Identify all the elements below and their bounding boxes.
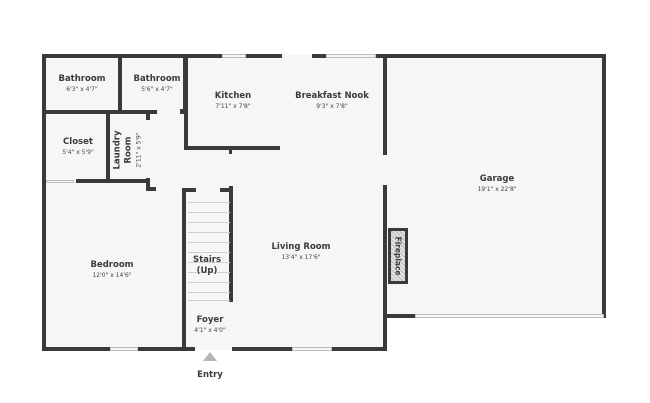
room-closet: Closet 5'4" x 5'9" (62, 137, 93, 157)
wall-bottom-left (42, 347, 110, 351)
wall-bath-bottom (42, 110, 157, 114)
wall-top-right (312, 54, 326, 58)
room-stairs: Stairs (Up) (193, 255, 221, 277)
stair-tread (188, 252, 230, 253)
wall-left (42, 54, 46, 351)
room-dimensions: 12'0" x 14'6" (92, 272, 132, 279)
room-kitchen: Kitchen 7'11" x 7'8" (215, 91, 251, 111)
wall-top-mid (246, 54, 282, 58)
room-name-line2: Room (123, 136, 134, 164)
wall-kitchen-bottom (184, 146, 280, 150)
room-laundry: Laundry Room 2'11" x 5'9" (113, 130, 144, 169)
stair-tread (188, 282, 230, 283)
stair-tread (188, 262, 230, 263)
stair-tread (188, 232, 230, 233)
wall-kitchen-left-nub (180, 109, 184, 113)
floor-garage (384, 55, 606, 317)
window-nook-top (326, 54, 376, 58)
room-dimensions: 19'1" x 22'8" (477, 186, 517, 193)
stair-tread (188, 292, 230, 293)
wall-laundry-corner (146, 187, 156, 191)
room-breakfast-nook: Breakfast Nook 9'3" x 7'8" (295, 91, 369, 111)
wall-house-garage-lower (383, 185, 387, 351)
bedroom-door-top (46, 180, 74, 183)
wall-laundry-right-bottom (146, 178, 150, 190)
wall-stairs-right (229, 186, 233, 302)
entry-arrow-icon (203, 352, 217, 361)
wall-top-left (42, 54, 222, 58)
room-name: Closet (63, 137, 93, 147)
stair-tread (188, 222, 230, 223)
room-name: Breakfast Nook (295, 91, 369, 101)
room-dimensions: 9'3" x 7'8" (316, 103, 348, 110)
room-dimensions: 4'1" x 4'0" (194, 327, 226, 334)
room-bedroom: Bedroom 12'0" x 14'6" (90, 260, 133, 280)
room-living-room: Living Room 13'4" x 17'6" (272, 242, 331, 262)
room-name: Stairs (192, 255, 222, 265)
wall-garage-bottom-stub (383, 314, 415, 318)
room-name: Foyer (196, 315, 224, 325)
room-name: Kitchen (214, 91, 252, 101)
stair-tread (188, 242, 230, 243)
entry-label: Entry (197, 370, 223, 380)
wall-bottom-foyer-stub (232, 347, 292, 351)
room-bathroom-1: Bathroom 6'3" x 4'7" (58, 74, 105, 94)
wall-stairs-top-right (220, 188, 232, 192)
garage-door (415, 314, 604, 318)
stair-tread (188, 212, 230, 213)
wall-kitchen-left (184, 54, 188, 150)
wall-bath-divider (118, 54, 122, 110)
window-living-bottom (292, 347, 332, 351)
stair-tread (188, 202, 230, 203)
wall-kitchen-nub (229, 146, 232, 154)
room-dimensions: 2'11" x 5'9" (135, 132, 143, 168)
room-name: Bedroom (90, 260, 134, 270)
room-dimensions: 7'11" x 7'8" (215, 103, 251, 110)
room-dimensions: 5'4" x 5'9" (62, 149, 94, 156)
room-dimensions: 13'4" x 17'6" (281, 254, 321, 261)
room-name: Living Room (271, 242, 331, 252)
fireplace (388, 228, 408, 284)
room-bathroom-2: Bathroom 5'6" x 4'7" (133, 74, 180, 94)
room-garage: Garage 19'1" x 22'8" (477, 174, 516, 194)
wall-closet-bottom (76, 179, 150, 183)
window-bedroom-bottom (110, 347, 138, 351)
wall-garage-right (602, 54, 606, 318)
wall-top-far-right (376, 54, 606, 58)
room-name-line1: Laundry (112, 130, 123, 170)
wall-bedroom-right (182, 188, 186, 351)
fireplace-label: Fireplace (393, 236, 403, 276)
room-name: Bathroom (133, 74, 181, 84)
room-sub: (Up) (196, 266, 218, 276)
wall-laundry-right-top (146, 112, 150, 120)
window-kitchen-top (222, 54, 246, 58)
wall-closet-laundry (106, 112, 110, 183)
wall-stairs-top-left (182, 188, 196, 192)
wall-bottom-living (332, 347, 386, 351)
room-name: Garage (479, 174, 515, 184)
room-name: Bathroom (58, 74, 106, 84)
wall-house-garage-upper (383, 54, 387, 155)
wall-bottom-bedroom (138, 347, 195, 351)
stair-tread-bottom (188, 300, 230, 301)
stair-tread (188, 272, 230, 273)
room-dimensions: 6'3" x 4'7" (66, 86, 98, 93)
room-dimensions: 5'6" x 4'7" (141, 86, 173, 93)
room-foyer: Foyer 4'1" x 4'0" (194, 315, 225, 335)
